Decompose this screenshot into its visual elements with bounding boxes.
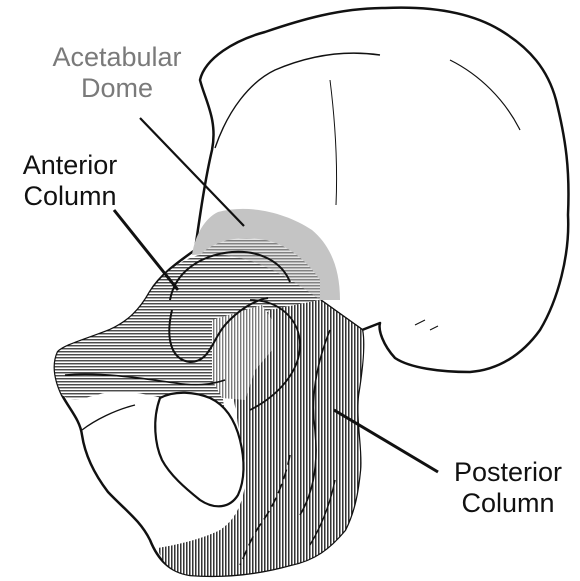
acetabular-dome-label: Acetabular Dome xyxy=(42,42,192,104)
acetabular-dome-label-line2: Dome xyxy=(42,73,192,104)
posterior-column-label-line2: Column xyxy=(440,488,576,519)
acetabular-dome-label-line1: Acetabular xyxy=(42,42,192,73)
posterior-column-label: Posterior Column xyxy=(440,457,576,519)
anterior-column-label-line1: Anterior xyxy=(2,150,138,181)
anterior-column-label: Anterior Column xyxy=(2,150,138,212)
anterior-column-label-line2: Column xyxy=(2,181,138,212)
anterior-leader-line xyxy=(114,210,178,290)
posterior-column-label-line1: Posterior xyxy=(440,457,576,488)
